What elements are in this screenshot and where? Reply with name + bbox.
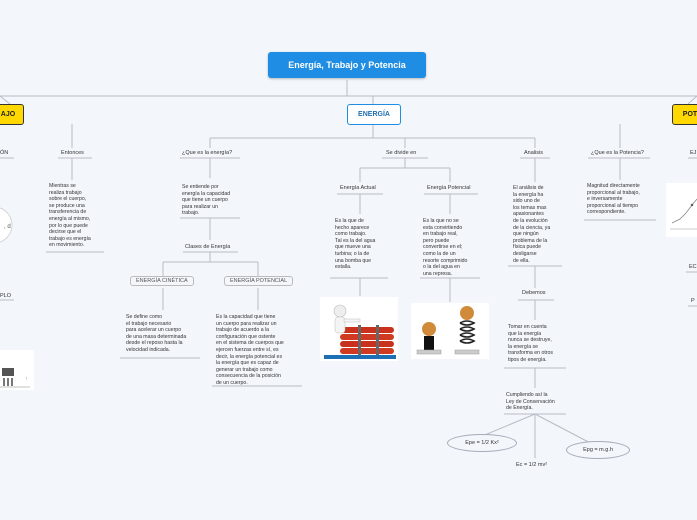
energia-topic[interactable]: ENERGÍA <box>347 104 401 125</box>
left-circle-graphic: , d <box>0 207 13 243</box>
que-es-energia-text: Se entiende por energía la capacidad que… <box>182 184 231 217</box>
potencia-label-ec: EC <box>689 264 697 270</box>
spring-image <box>411 303 489 359</box>
root-topic[interactable]: Energía, Trabajo y Potencia <box>268 52 426 78</box>
formula-epg[interactable]: Epg = m.g.h <box>566 441 630 459</box>
potencia-topic[interactable]: POT <box>672 104 697 125</box>
energia-cinetica-label[interactable]: ENERGÍA CINÉTICA <box>130 276 194 286</box>
se-divide-label[interactable]: Se divide en <box>386 150 417 156</box>
left-example-image: ↑ <box>0 350 34 390</box>
entonces-label[interactable]: Entonces <box>61 150 84 156</box>
analisis-label[interactable]: Analisis <box>524 150 543 156</box>
left-label-plo: PLO <box>0 293 12 299</box>
energia-potencial-sub-label[interactable]: Energía Potencial <box>427 185 471 191</box>
formula-epe[interactable]: Epe = 1/2 Kx² <box>447 434 517 452</box>
svg-text:, d: , d <box>4 224 11 230</box>
analisis-text: El análisis de la energía ha sido uno de… <box>513 185 551 264</box>
formula-ec[interactable]: Ec = 1/2 mv² <box>516 462 548 468</box>
que-es-potencia-text: Magnitud directamente proporcional al tr… <box>587 183 640 216</box>
debemos-text: Tomar en cuenta que la energía nunca se … <box>508 324 553 363</box>
energia-potencial-text: Es la capacidad que tiene un cuerpo para… <box>216 314 284 386</box>
potencia-label-ej: EJ <box>690 150 697 156</box>
clases-energia-label[interactable]: Clases de Energía <box>185 244 231 250</box>
debemos-label[interactable]: Debemos <box>522 290 546 296</box>
que-es-energia-label[interactable]: ¿Que es la energía? <box>182 150 233 156</box>
energia-potencial-sub-text: Es la que no se esta convirtiendo en tra… <box>423 218 468 277</box>
left-label-on: ÓN <box>0 150 9 156</box>
energia-potencial-label[interactable]: ENERGÍA POTENCIAL <box>224 276 294 286</box>
potencia-label-p: P <box>691 298 695 304</box>
potencia-graph-image <box>666 183 697 237</box>
svg-text:↑: ↑ <box>25 376 28 382</box>
trabajo-topic[interactable]: AJO <box>0 104 24 125</box>
energia-cinetica-text: Se define como el trabajo necesario para… <box>126 314 187 353</box>
entonces-text: Mientras se realiza trabajo sobre el cue… <box>49 183 91 249</box>
dynamite-image <box>320 297 398 361</box>
energia-actual-text: Es la que de hecho aparece como trabajo.… <box>335 218 376 271</box>
energia-actual-label[interactable]: Energía Actual <box>340 185 376 191</box>
que-es-potencia-label[interactable]: ¿Que es la Potencia? <box>591 150 644 156</box>
cumpliendo-text: Cumpliendo así la Ley de Conservación de… <box>506 392 555 412</box>
